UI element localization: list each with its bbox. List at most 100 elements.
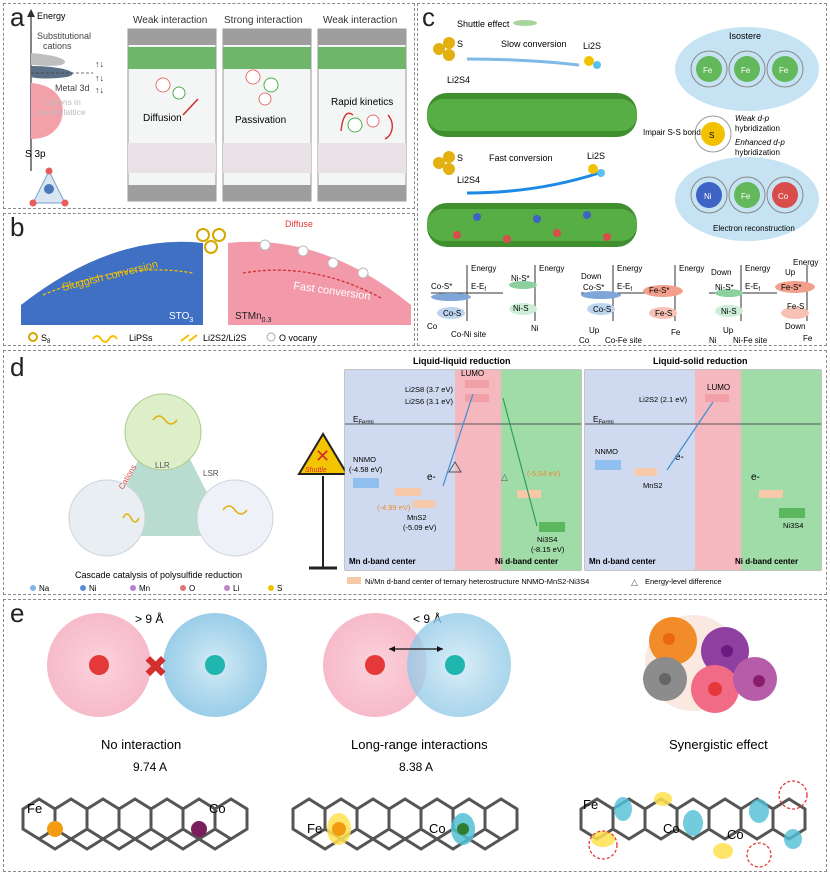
nnmo-label-1: NNMO [353, 455, 376, 464]
svg-text:Co-Ni site: Co-Ni site [451, 330, 487, 339]
sulfur-atom-label: S [709, 131, 714, 140]
svg-text:Energy: Energy [679, 264, 704, 273]
isostere-label: Isostere [729, 31, 761, 41]
svg-text:Energy: Energy [793, 258, 818, 267]
energy-diagram-2: Energy Down Co-S* Co-S Up E-Ef Co Co-Fe … [579, 264, 704, 345]
energy-label: Energy [37, 11, 66, 21]
li2s4-bottom-label: Li2S4 [457, 175, 480, 185]
co-label-1: Co [209, 801, 226, 816]
mns2-label-1: MnS2 [407, 513, 427, 522]
s8-top-label: S [457, 39, 463, 49]
stmn-label: STMn0.3 [235, 311, 272, 324]
ll-title: Liquid-liquid reduction [413, 356, 510, 366]
llr-label: LLR [155, 461, 170, 470]
energy-diagram-1: Energy Co-S* Co-S E-Ef Co-Ni site Co Ene… [427, 264, 564, 339]
svg-text:△: △ [631, 577, 638, 587]
svg-text:Co: Co [778, 192, 789, 201]
enh-dp-1: Enhanced d-p [735, 138, 785, 147]
mns2-label-2: (-5.09 eV) [403, 523, 437, 532]
metal3d-label: Metal 3d [55, 83, 90, 93]
svg-text:Fe: Fe [703, 66, 713, 75]
weak-dp-1: Weak d-p [735, 114, 770, 123]
panel-a-graphic: Energy ↑↓ ↑↓ ↑↓ Substitutional cations M… [25, 9, 407, 207]
ni3s4-label-r: Ni3S4 [783, 521, 803, 530]
electron-recon-label: Electron reconstruction [713, 224, 795, 233]
svg-text:Ni: Ni [709, 336, 717, 345]
panel-b [3, 213, 415, 346]
panel-e-label: e [10, 598, 25, 628]
legend-lipss: LiPSs [129, 333, 153, 343]
svg-text:Ni: Ni [704, 192, 712, 201]
legend-ovac: O vocany [279, 333, 318, 343]
svg-text:Li: Li [233, 584, 239, 593]
svg-text:Fe-S*: Fe-S* [781, 283, 801, 292]
svg-text:Co-S: Co-S [443, 309, 461, 318]
svg-text:Energy: Energy [471, 264, 496, 273]
svg-text:Mn: Mn [139, 584, 150, 593]
distance-1-label: 9.74 A [133, 760, 167, 774]
fe-label-1: Fe [27, 801, 42, 816]
fe-label-3: Fe [583, 797, 598, 812]
fe-label-2: Fe [307, 821, 322, 836]
lumo-label-r: LUMO [707, 383, 730, 392]
sto-label: STO3 [169, 311, 193, 324]
svg-text:Ni-S*: Ni-S* [511, 274, 530, 283]
svg-text:✕: ✕ [315, 446, 330, 466]
svg-text:Ni-S*: Ni-S* [715, 283, 734, 292]
lsr-label: LSR [203, 469, 219, 478]
shuttle-label: Shuttle effect [457, 19, 510, 29]
panel-d [3, 350, 827, 595]
impair-label: Impair S-S bond [643, 128, 701, 137]
ni3s4-label-1: Ni3S4 [537, 535, 557, 544]
no-interaction-label: No interaction [101, 737, 181, 752]
s3p-label: S 3p [25, 149, 46, 160]
panel-e-graphic: > 9 Å ✖ No interaction 9.74 A < 9 Å Long… [21, 611, 808, 868]
slow-conversion-label: Slow conversion [501, 39, 567, 49]
li2s6-label: Li2S6 (3.1 eV) [405, 397, 453, 406]
lattice-3 [579, 797, 807, 841]
distance-2-label: 8.38 A [399, 760, 433, 774]
electron-r1: e- [675, 452, 684, 463]
panel-a [3, 3, 415, 209]
svg-text:Co-Fe site: Co-Fe site [605, 336, 642, 345]
electron-r2: e- [751, 472, 760, 483]
co-label-2: Co [429, 821, 446, 836]
frame-3-caption: Rapid kinetics [331, 97, 393, 108]
panel-c-label: c [422, 2, 435, 32]
electron-l: e- [427, 472, 436, 483]
panel-b-label: b [10, 212, 25, 242]
cations-parent-label-2: parent lattice [37, 107, 86, 117]
co-label-3: Co [663, 821, 680, 836]
svg-text:Energy: Energy [617, 264, 642, 273]
atoms-top: Fe Fe Fe [690, 50, 804, 88]
svg-text:Ni-S: Ni-S [721, 307, 737, 316]
li2s2-label: Li2S2 (2.1 eV) [639, 395, 687, 404]
frame-1-title: Weak interaction [133, 15, 207, 26]
svg-text:Down: Down [785, 322, 805, 331]
gt9-label: > 9 Å [135, 611, 163, 626]
sulfur-ring-icon [28, 332, 38, 342]
svg-text:Fe: Fe [741, 192, 751, 201]
svg-text:Up: Up [723, 326, 734, 335]
atoms-bottom: Ni Fe Co [690, 176, 804, 214]
svg-text:Down: Down [581, 272, 601, 281]
panel-d-legend: Na Ni Mn O Li S [30, 584, 282, 593]
legend-s8: S8 [41, 333, 51, 345]
svg-text:Co-S*: Co-S* [583, 283, 604, 292]
frame-2: Strong interaction Passivation [222, 15, 312, 202]
frame-2-caption: Passivation [235, 115, 286, 126]
svg-text:S: S [277, 584, 282, 593]
svg-text:Energy: Energy [745, 264, 770, 273]
svg-text:Up: Up [589, 326, 600, 335]
energy-diagram-3: Energy Down Ni-S* Ni-S Up Ni Ni-Fe site … [709, 258, 818, 345]
svg-text:E-Ef: E-Ef [617, 282, 632, 293]
svg-text:Energy: Energy [539, 264, 564, 273]
warning-triangle-icon: ✕ Shuttle [297, 432, 349, 570]
li2s4-top-label: Li2S4 [447, 75, 470, 85]
panel-b-graphic: Sluggish conversion Fast conversion Diff… [21, 219, 411, 345]
efermi-l: EFermi [353, 415, 374, 426]
svg-text:↑↓: ↑↓ [95, 85, 104, 95]
svg-text:Ni-Fe site: Ni-Fe site [733, 336, 768, 345]
lumo-label-l: LUMO [461, 369, 484, 378]
eef-label-1: E-Ef [471, 282, 486, 293]
